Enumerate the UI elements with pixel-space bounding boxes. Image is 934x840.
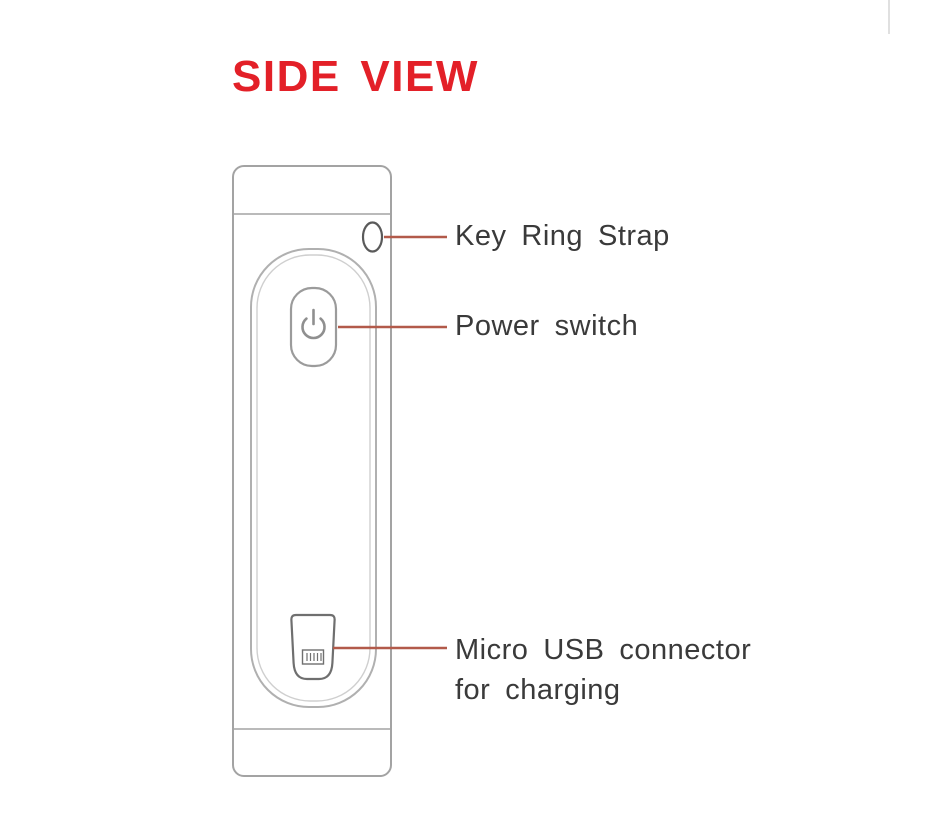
key-ring-strap-hole bbox=[361, 221, 384, 253]
label-micro-usb: Micro USB connector for charging bbox=[455, 630, 751, 710]
power-icon bbox=[301, 308, 326, 340]
label-power-switch: Power switch bbox=[455, 309, 639, 342]
label-micro-usb-line2: for charging bbox=[455, 674, 621, 706]
micro-usb-port bbox=[290, 613, 336, 681]
label-key-ring-strap: Key Ring Strap bbox=[455, 219, 670, 252]
device-body-outline bbox=[232, 165, 392, 777]
power-button bbox=[289, 286, 338, 368]
inner-panel-highlight bbox=[256, 254, 371, 702]
micro-usb-pins bbox=[301, 649, 325, 665]
page-title: SIDE VIEW bbox=[232, 52, 479, 101]
inner-panel-outline bbox=[250, 248, 377, 708]
label-micro-usb-line1: Micro USB connector bbox=[455, 634, 752, 666]
